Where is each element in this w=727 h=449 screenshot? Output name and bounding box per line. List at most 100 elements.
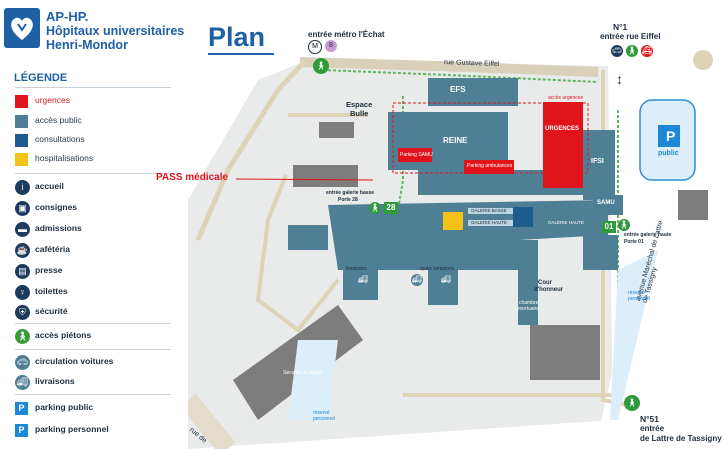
consultations-icon — [15, 134, 28, 147]
securite-label: Sécurité de santé — [283, 370, 322, 376]
consultations-icon — [513, 207, 533, 227]
acces-public-swatch — [15, 115, 28, 128]
legend-item-securite: ⛨ sécurité — [15, 305, 175, 321]
cour-label-1: Cour — [538, 280, 552, 286]
parking-p-glyph: P — [666, 128, 676, 144]
ifsi-label: IFSI — [591, 158, 604, 165]
pass-medicale-line — [235, 178, 374, 181]
legend-divider — [15, 173, 171, 174]
chambre-label-2: mortuaire — [518, 306, 540, 312]
tree-shadow — [693, 50, 713, 70]
pedestrian-route — [322, 69, 599, 83]
espace-bulle-label-1: Espace — [346, 100, 373, 109]
locker-icon: ▣ — [15, 201, 30, 216]
legend-item-parking-personnel: P parking personnel — [15, 423, 175, 439]
legend-label: sécurité — [35, 306, 68, 316]
coffee-icon: ☕ — [15, 243, 30, 258]
galerie-haute-bar — [468, 220, 528, 226]
building-chambre — [518, 240, 538, 325]
title-underline — [208, 53, 274, 55]
porte-01-badge[interactable]: 01 — [602, 221, 616, 233]
building-gray — [678, 190, 708, 220]
reserve-personnel-label-1: réservé personnel — [628, 290, 650, 302]
building-west — [288, 225, 328, 250]
building-gray — [293, 165, 358, 187]
pedestrian-icon[interactable]: 🚶︎ — [624, 395, 640, 411]
chambre-label-1: chambre — [519, 300, 539, 306]
legend-label: livraisons — [35, 376, 75, 386]
parking-samu-label: Parking SAMU — [400, 152, 433, 158]
brand-line-2: Hôpitaux universitaires — [46, 24, 185, 38]
rue-bottom-left — [188, 393, 236, 449]
n1-label: entrée rue Eiffel — [600, 32, 661, 41]
legend-label: cafétéria — [35, 244, 70, 254]
legend-label: presse — [35, 265, 63, 275]
bed-icon — [15, 153, 28, 166]
ambulance-icon: 🚑︎ — [641, 45, 653, 57]
legend-item-urgences: urgences — [15, 94, 175, 110]
legend-item-accueil: i accueil — [15, 180, 175, 196]
legend-label: accueil — [35, 181, 64, 191]
legend-label: accès public — [35, 115, 82, 125]
galerie-basse-label: GALERIE BASSE — [471, 208, 507, 213]
car-icon: 🚗︎ — [611, 45, 623, 57]
cour-label-2: d'honneur — [534, 287, 564, 293]
legend-label: consignes — [35, 202, 78, 212]
livraisons-label: livraisons — [346, 266, 367, 272]
galerie-basse-bar — [468, 208, 528, 214]
legend-item-consultations: consultations — [15, 133, 175, 149]
building-galeries — [328, 200, 608, 270]
legend-label: circulation voitures — [35, 356, 114, 366]
hospitalisations-icon — [443, 212, 463, 230]
legend-item-livraisons: 🚚︎ livraisons — [15, 375, 175, 391]
shield-icon: ⛨ — [15, 305, 30, 320]
galerie-haute-east-label: GALERIE HAUTE — [548, 220, 585, 225]
truck-icon: 🚚︎ — [440, 274, 452, 286]
parking-staff-icon: P — [15, 424, 28, 437]
car-icon: 🚗︎ — [15, 355, 30, 370]
urgences-swatch — [15, 95, 28, 108]
legend-item-circulation-voitures: 🚗︎ circulation voitures — [15, 355, 175, 371]
reine-label: REINE — [443, 136, 468, 145]
legend-label: consultations — [35, 134, 85, 144]
truck-icon: 🚚︎ — [411, 274, 423, 286]
legend-label: accès piétons — [35, 330, 92, 340]
legend-item-consignes: ▣ consignes — [15, 201, 175, 217]
parking-public-icon — [658, 125, 680, 147]
building-urgences — [543, 102, 583, 188]
efs-label: EFS — [450, 85, 466, 94]
reserve-personnel-south — [288, 340, 338, 420]
porte-28-badge[interactable]: 28 — [384, 202, 398, 214]
legend-item-admissions: ▬ admissions — [15, 222, 175, 238]
legend-item-cafeteria: ☕ cafétéria — [15, 243, 175, 259]
legend-item-toilettes: ♀ toilettes — [15, 285, 175, 301]
legend-divider — [15, 349, 171, 350]
entree-basse-label-2: Porte 28 — [338, 197, 358, 203]
legend-label: parking personnel — [35, 424, 109, 434]
n51-number: N°51 — [640, 414, 659, 424]
metro-line-badge: 8 — [325, 40, 337, 52]
legend-divider — [15, 323, 171, 324]
parking-icon: P — [15, 402, 28, 415]
pedestrian-icon[interactable]: 🚶︎ — [618, 219, 630, 231]
parking-ambulances-label: Parking ambulances — [467, 163, 513, 169]
map-canvas — [188, 50, 713, 449]
legend-title: LÉGENDE — [14, 72, 68, 84]
toilets-icon: ♀ — [15, 285, 30, 300]
pedestrian-icon[interactable]: 🚶︎ — [369, 202, 381, 214]
legend-item-hospitalisations: hospitalisations — [15, 152, 175, 168]
metro-entrance-label: entrée métro l'Échat — [308, 30, 385, 39]
legend-label: urgences — [35, 95, 70, 105]
truck-icon: 🚚︎ — [357, 274, 369, 286]
entree-haute-label-1: entrée galerie haute — [624, 232, 672, 238]
legend-item-acces-public: accès public — [15, 114, 175, 130]
pass-medicale-label: PASS médicale — [156, 172, 229, 183]
entree-basse-label-1: entrée galerie basse — [326, 190, 375, 196]
truck-icon: 🚚︎ — [15, 375, 30, 390]
arrow-down-icon: ↕ — [616, 71, 623, 87]
pedestrian-icon: 🚶︎ — [15, 329, 30, 344]
building-east — [583, 235, 618, 270]
legend-item-presse: ▤ presse — [15, 264, 175, 280]
pedestrian-entrance-icon[interactable]: 🚶︎ — [313, 58, 329, 74]
